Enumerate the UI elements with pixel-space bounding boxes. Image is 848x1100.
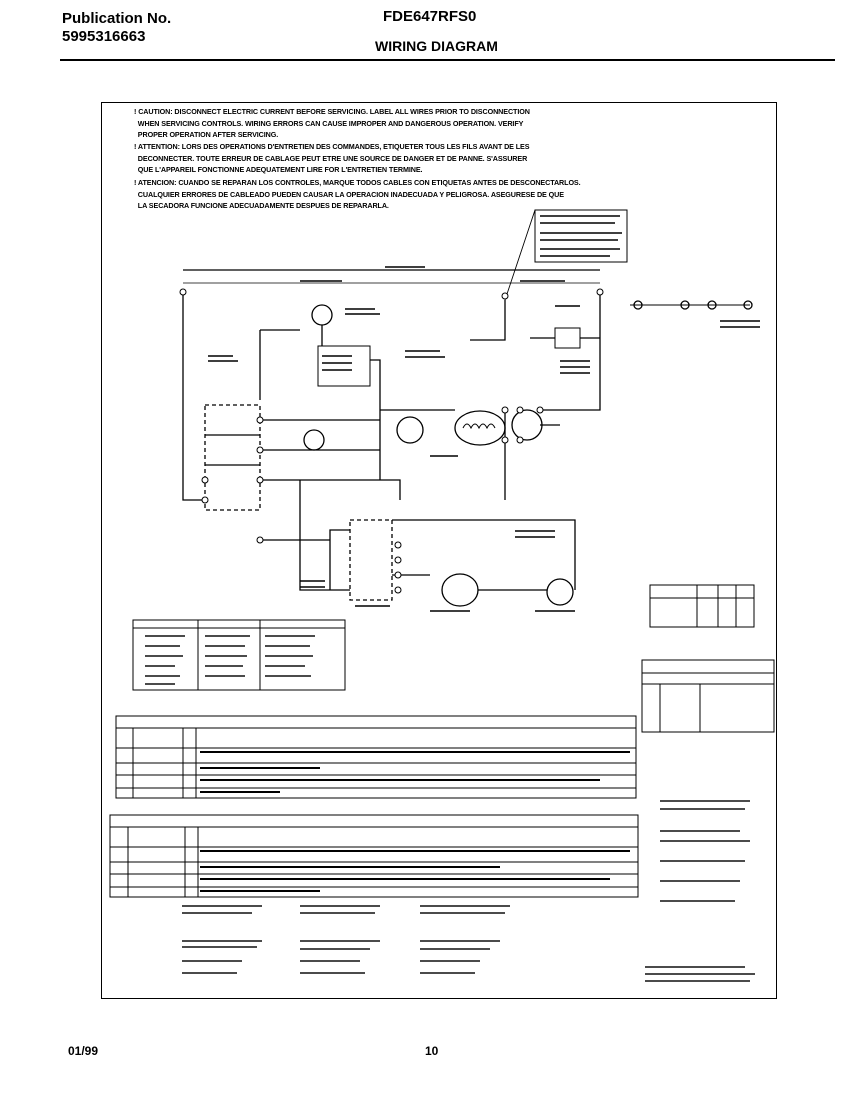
legend-table [132, 619, 346, 691]
motor-switch-box [349, 519, 393, 601]
callout-leader [504, 209, 536, 301]
page-title: WIRING DIAGRAM [375, 38, 498, 54]
page-number: 10 [425, 1044, 439, 1058]
timer-motor-box [317, 345, 371, 387]
center-wire-a [470, 300, 506, 341]
fan-symbol [546, 578, 574, 606]
buzzer-symbol [303, 429, 325, 451]
publication-label: Publication No. [62, 10, 172, 27]
right-vertical-wire [540, 292, 601, 411]
publication-number: 5995316663 [62, 28, 146, 45]
caution-french: ! ATTENTION: LORS DES OPERATIONS D'ENTRE… [134, 142, 530, 174]
small-table-b [641, 659, 775, 733]
timer-out-wire [370, 359, 381, 480]
thermostat-symbol [511, 409, 543, 441]
cycle-chart-1 [115, 715, 637, 799]
caution-spanish: ! ATENCION: CUANDO SE REPARAN LOS CONTRO… [134, 178, 581, 210]
motor-symbol [441, 573, 479, 607]
footer-date: 01/99 [68, 1044, 99, 1058]
model-number: FDE647RFS0 [383, 8, 477, 25]
diagram-frame [101, 102, 777, 999]
lamp-symbol [311, 304, 333, 326]
control-dashed-box [204, 404, 261, 511]
drive-motor-symbol [396, 416, 424, 444]
note-callout-box [534, 209, 628, 263]
cycle-chart-2 [109, 814, 639, 898]
small-table-a [649, 584, 755, 628]
caution-english: ! CAUTION: DISCONNECT ELECTRIC CURRENT B… [134, 107, 530, 139]
header-rule [60, 59, 835, 61]
heater-coil [454, 410, 506, 446]
